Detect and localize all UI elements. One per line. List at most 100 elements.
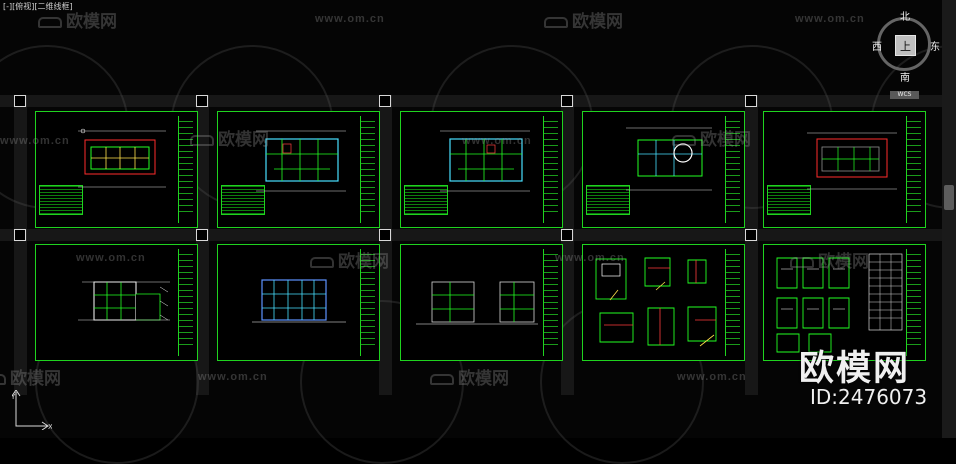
grid-node bbox=[379, 229, 391, 241]
detail-drawings-and-schedule bbox=[776, 253, 903, 353]
drawing-sheet-floor-plan[interactable] bbox=[763, 111, 926, 228]
vertical-scrollbar[interactable] bbox=[942, 0, 956, 438]
title-block bbox=[725, 249, 740, 356]
viewcube-compass[interactable]: 上 北 南 东 西 bbox=[872, 12, 940, 84]
sofa-icon bbox=[190, 134, 214, 146]
viewcube-top-face[interactable]: 上 bbox=[895, 35, 916, 56]
sofa-icon bbox=[430, 373, 454, 385]
watermark-text: 欧模网 bbox=[190, 125, 269, 150]
svg-text:X: X bbox=[48, 423, 52, 430]
title-block bbox=[906, 116, 921, 223]
viewcube-top-label: 上 bbox=[900, 40, 911, 53]
sofa-icon bbox=[38, 16, 62, 28]
watermark-text: 欧模网 bbox=[38, 7, 117, 32]
title-block bbox=[178, 116, 193, 223]
watermark-brand: 欧模网 bbox=[66, 12, 117, 32]
title-block bbox=[906, 249, 921, 356]
floor-plan-drawing bbox=[440, 130, 530, 192]
watermark-text: 欧模网 bbox=[310, 247, 389, 272]
sofa-icon bbox=[310, 256, 334, 268]
compass-east-label[interactable]: 东 bbox=[930, 42, 940, 53]
svg-text:Y: Y bbox=[12, 393, 16, 401]
sofa-icon bbox=[0, 373, 6, 385]
grid-node bbox=[14, 95, 26, 107]
brand-watermark: 欧模网 bbox=[799, 349, 911, 389]
watermark-url: www.om.cn bbox=[555, 252, 625, 264]
drawing-sheet-floor-plan[interactable] bbox=[217, 111, 380, 228]
sofa-icon bbox=[672, 134, 696, 146]
notes-block bbox=[767, 185, 811, 215]
compass-north-label[interactable]: 北 bbox=[900, 12, 910, 23]
elevation-drawing bbox=[252, 279, 346, 323]
drawing-sheet-floor-plan[interactable] bbox=[582, 111, 745, 228]
grid-node bbox=[561, 229, 573, 241]
model-id: ID:2476073 bbox=[810, 385, 928, 409]
title-block bbox=[178, 249, 193, 356]
watermark-text: 欧模网 bbox=[544, 7, 623, 32]
floor-plan-drawing bbox=[256, 130, 346, 192]
floor-plan-drawing bbox=[807, 132, 897, 190]
watermark-url: www.om.cn bbox=[677, 371, 747, 383]
grid-band bbox=[196, 95, 209, 395]
watermark-brand: 欧模网 bbox=[818, 252, 869, 272]
drawing-sheet-details[interactable] bbox=[582, 244, 745, 361]
watermark-url: www.om.cn bbox=[198, 371, 268, 383]
watermark-brand: 欧模网 bbox=[572, 12, 623, 32]
compass-south-label[interactable]: 南 bbox=[900, 73, 910, 84]
grid-node bbox=[379, 95, 391, 107]
grid-node bbox=[196, 229, 208, 241]
section-drawing bbox=[416, 281, 538, 325]
scrollbar-thumb[interactable] bbox=[944, 185, 954, 210]
watermark-brand: 欧模网 bbox=[218, 130, 269, 150]
watermark-url: www.om.cn bbox=[76, 252, 146, 264]
watermark-url: www.om.cn bbox=[0, 135, 70, 147]
grid-node bbox=[14, 229, 26, 241]
notes-block bbox=[221, 185, 265, 215]
grid-node bbox=[561, 95, 573, 107]
grid-band bbox=[561, 95, 574, 395]
floor-plan-drawing bbox=[626, 127, 712, 191]
notes-block bbox=[404, 185, 448, 215]
grid-band bbox=[0, 229, 948, 241]
grid-node bbox=[196, 95, 208, 107]
watermark-text: 欧模网 bbox=[790, 247, 869, 272]
watermark-brand: 欧模网 bbox=[700, 130, 751, 150]
drawing-sheet-floor-plan[interactable] bbox=[35, 111, 198, 228]
drawing-sheet-elevation[interactable] bbox=[35, 244, 198, 361]
grid-band bbox=[0, 95, 948, 107]
grid-node bbox=[745, 95, 757, 107]
grid-band bbox=[14, 95, 27, 395]
ucs-menu-button[interactable]: WCS bbox=[890, 91, 919, 99]
title-block bbox=[360, 116, 375, 223]
title-block bbox=[725, 116, 740, 223]
watermark-text: 欧模网 bbox=[672, 125, 751, 150]
watermark-brand: 欧模网 bbox=[338, 252, 389, 272]
grid-band bbox=[379, 95, 392, 395]
watermark-brand: 欧模网 bbox=[458, 369, 509, 389]
elevation-drawing bbox=[78, 281, 170, 321]
watermark-brand: 欧模网 bbox=[10, 369, 61, 389]
drawing-sheet-floor-plan[interactable] bbox=[400, 111, 563, 228]
title-block bbox=[543, 249, 558, 356]
watermark-url: www.om.cn bbox=[315, 13, 385, 25]
title-block bbox=[543, 116, 558, 223]
sofa-icon bbox=[544, 16, 568, 28]
drawing-sheet-elevation[interactable] bbox=[217, 244, 380, 361]
watermark-url: www.om.cn bbox=[462, 135, 532, 147]
ucs-axis-icon: YX bbox=[12, 390, 52, 430]
title-block bbox=[360, 249, 375, 356]
viewport-mode-label[interactable]: [-][俯视][二维线框] bbox=[3, 2, 73, 11]
grid-band bbox=[745, 95, 758, 395]
compass-west-label[interactable]: 西 bbox=[872, 42, 882, 53]
grid-node bbox=[745, 229, 757, 241]
notes-block bbox=[586, 185, 630, 215]
drawing-sheet-elevation[interactable] bbox=[400, 244, 563, 361]
notes-block bbox=[39, 185, 83, 215]
floor-plan-drawing bbox=[78, 128, 166, 188]
watermark-text: 欧模网 bbox=[430, 364, 509, 389]
watermark-text: 欧模网 bbox=[0, 364, 61, 389]
watermark-url: www.om.cn bbox=[795, 13, 865, 25]
detail-drawings bbox=[595, 257, 717, 347]
sofa-icon bbox=[790, 256, 814, 268]
